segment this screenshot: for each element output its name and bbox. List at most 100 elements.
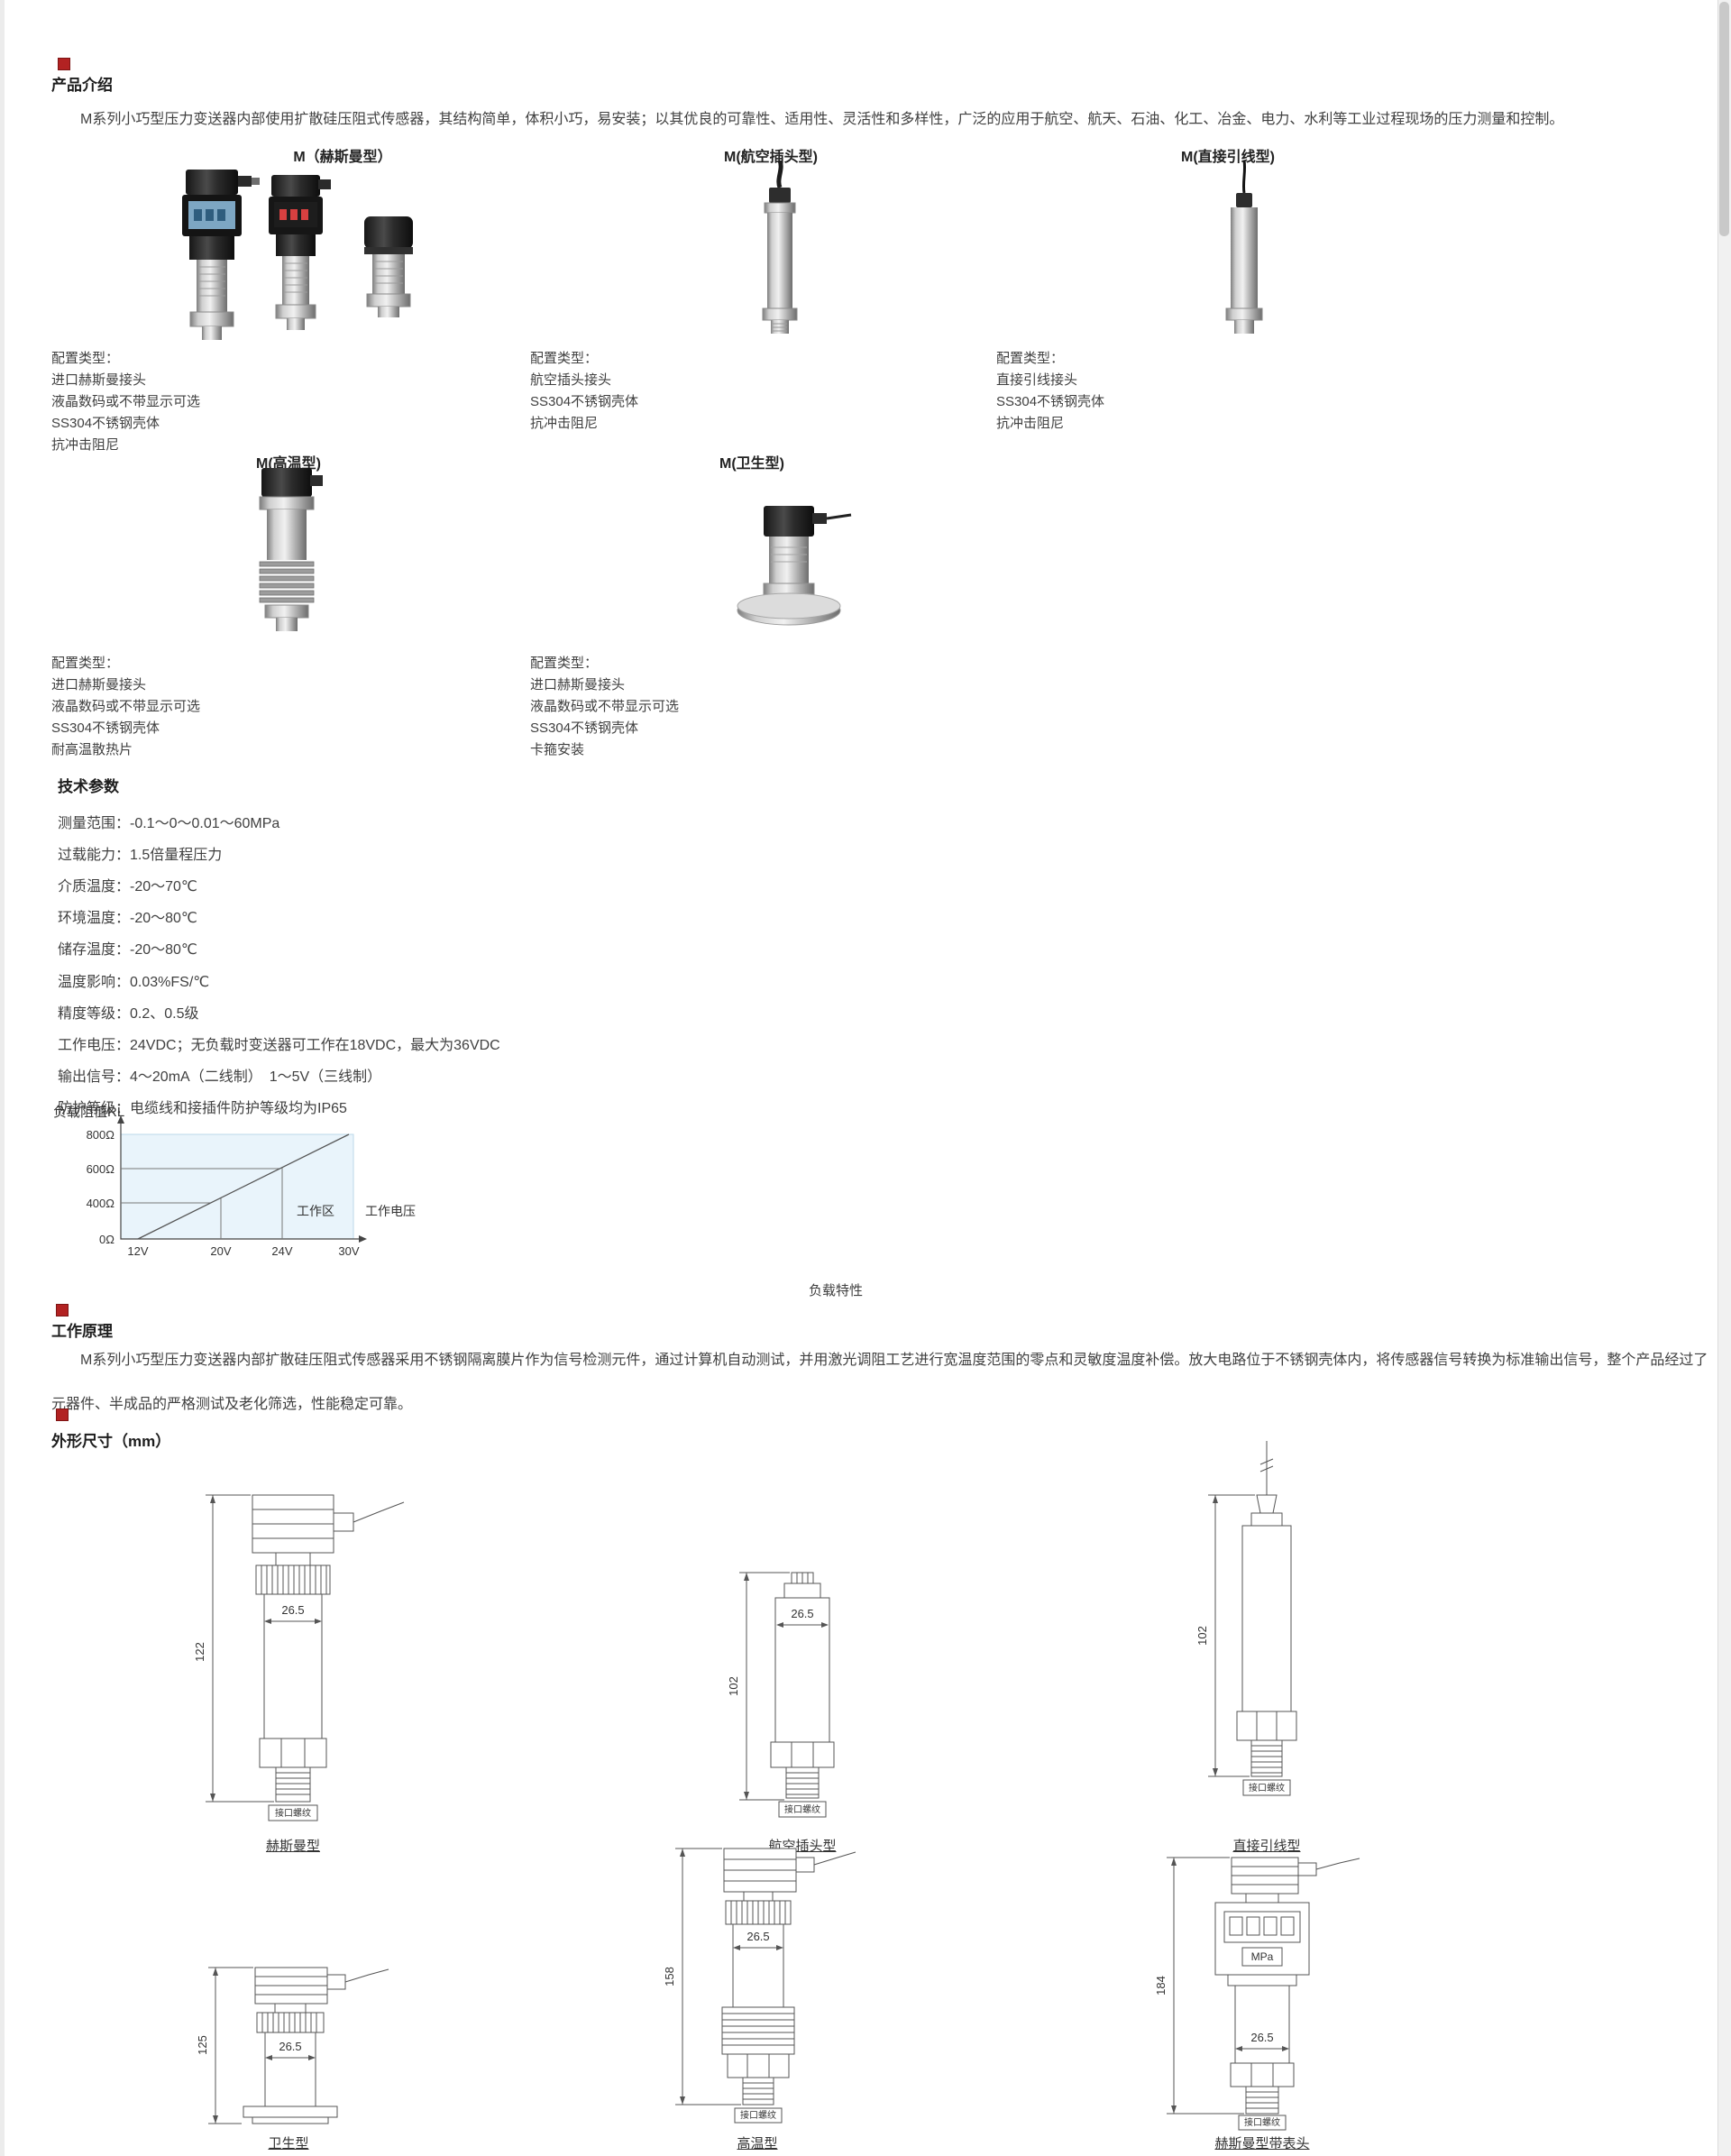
- config-aviation: 配置类型： 航空插头接头 SS304不锈钢壳体 抗冲击阻尼: [530, 348, 638, 435]
- svg-text:122: 122: [193, 1642, 206, 1662]
- config-sanitary: 配置类型： 进口赫斯曼接头 液晶数码或不带显示可选 SS304不锈钢壳体 卡箍安…: [530, 653, 679, 761]
- y-tick-0: 0Ω: [99, 1233, 114, 1246]
- principle-paragraph: M系列小巧型压力变送器内部扩散硅压阻式传感器采用不锈钢隔离膜片作为信号检测元件，…: [51, 1353, 1708, 1412]
- section-title-product-intro: 产品介绍: [51, 77, 113, 94]
- tech-param: 工作电压：24VDC；无负载时变送器可工作在18VDC，最大为36VDC: [58, 1038, 500, 1053]
- svg-text:125: 125: [196, 2035, 209, 2055]
- section-title-principle: 工作原理: [51, 1323, 113, 1340]
- svg-text:26.5: 26.5: [281, 1603, 304, 1617]
- x-tick-24v: 24V: [271, 1244, 292, 1258]
- drawing-label-high-temp: 高温型: [737, 2136, 778, 2151]
- config-item: 进口赫斯曼接头: [51, 372, 147, 388]
- diameter-dimension: 26.5: [265, 2040, 316, 2060]
- drawing-hessmann-with-display: 接口螺纹 MPa 26.5 184: [1154, 1857, 1360, 2131]
- height-dimension: 102: [1195, 1494, 1255, 1777]
- svg-text:26.5: 26.5: [746, 1930, 769, 1943]
- diameter-dimension: 26.5: [733, 1930, 783, 1950]
- y-tick-400: 400Ω: [87, 1197, 115, 1210]
- config-item: SS304不锈钢壳体: [996, 394, 1105, 409]
- high-temp-transmitter-body: [259, 468, 323, 631]
- svg-text:158: 158: [663, 1967, 676, 1986]
- config-title: 配置类型：: [51, 656, 120, 671]
- diameter-dimension: 26.5: [776, 1607, 829, 1628]
- x-tick-12v: 12V: [127, 1244, 148, 1258]
- svg-text:26.5: 26.5: [279, 2040, 301, 2053]
- config-item: 抗冲击阻尼: [996, 416, 1065, 431]
- sanitary-transmitter-body: [737, 506, 852, 626]
- x-tick-20v: 20V: [210, 1244, 231, 1258]
- photo-hessmann-variants: [182, 170, 413, 340]
- drawing-label-hessmann: 赫斯曼型: [265, 1839, 320, 1854]
- chart-gridlines: [121, 1168, 283, 1239]
- chart-load-line: [137, 1133, 350, 1240]
- product-label-hessmann: M（赫斯曼型）: [293, 150, 392, 165]
- y-axis-arrow: [117, 1115, 124, 1124]
- config-title: 配置类型：: [530, 656, 599, 671]
- config-item: SS304不锈钢壳体: [51, 416, 160, 431]
- hessmann-outline: [252, 1494, 405, 1821]
- config-item: SS304不锈钢壳体: [530, 394, 639, 409]
- tech-param: 温度影响：0.03%FS/℃: [58, 975, 210, 990]
- scrollbar[interactable]: [1717, 0, 1731, 2156]
- drawing-direct-lead: 接口螺纹 102: [1195, 1441, 1297, 1796]
- tech-param: 介质温度：-20～70℃: [58, 879, 197, 895]
- tech-param: 测量范围：-0.1～0～0.01～60MPa: [58, 816, 280, 831]
- height-dimension: 122: [193, 1494, 274, 1803]
- config-hessmann: 配置类型： 进口赫斯曼接头 液晶数码或不带显示可选 SS304不锈钢壳体 抗冲击…: [51, 348, 200, 456]
- config-item: 直接引线接头: [996, 372, 1078, 388]
- config-item: 卡箍安装: [530, 742, 585, 757]
- photo-high-temp-type: [259, 468, 323, 631]
- svg-text:102: 102: [727, 1676, 740, 1696]
- photo-sanitary-type: [681, 499, 852, 643]
- svg-text:184: 184: [1154, 1976, 1168, 1995]
- chart-caption: 负载特性: [808, 1283, 863, 1298]
- config-high-temp: 配置类型： 进口赫斯曼接头 液晶数码或不带显示可选 SS304不锈钢壳体 耐高温…: [51, 653, 200, 761]
- diameter-dimension: 26.5: [1235, 2031, 1289, 2051]
- heat-sink-fins: [259, 561, 315, 603]
- config-title: 配置类型：: [530, 351, 599, 366]
- product-label-sanitary: M(卫生型): [719, 456, 784, 472]
- section-bullet-icon: [56, 1408, 69, 1421]
- config-title: 配置类型：: [51, 351, 120, 366]
- tech-param: 过载能力：1.5倍量程压力: [58, 848, 223, 863]
- svg-text:26.5: 26.5: [1250, 2031, 1273, 2044]
- aviation-outline: [770, 1572, 835, 1818]
- product-label-direct-lead: M(直接引线型): [1181, 150, 1275, 165]
- config-item: 液晶数码或不带显示可选: [51, 394, 201, 409]
- thread-label: 接口螺纹: [1249, 1782, 1285, 1794]
- page-left-edge: [0, 0, 5, 2156]
- x-axis-arrow: [359, 1235, 367, 1243]
- height-dimension: 125: [196, 1967, 253, 2124]
- cable: [776, 161, 783, 188]
- sanitary-outline: [243, 1967, 389, 2124]
- scrollbar-thumb[interactable]: [1719, 2, 1729, 236]
- section-title-dimensions: 外形尺寸（mm）: [51, 1433, 171, 1450]
- hessmann-display-outline: [1214, 1857, 1360, 2131]
- height-dimension: 158: [663, 1848, 741, 2106]
- config-item: 进口赫斯曼接头: [51, 677, 147, 693]
- section-bullet-icon: [58, 58, 70, 70]
- config-title: 配置类型：: [996, 351, 1065, 366]
- svg-text:26.5: 26.5: [791, 1607, 813, 1620]
- height-dimension: 102: [727, 1572, 790, 1801]
- transmitter-led-display: [269, 175, 331, 330]
- photo-aviation-plug-type: [762, 161, 798, 334]
- config-item: 液晶数码或不带显示可选: [530, 699, 680, 714]
- tech-param: 精度等级：0.2、0.5级: [58, 1006, 199, 1022]
- svg-text:102: 102: [1195, 1626, 1209, 1646]
- y-tick-600: 600Ω: [87, 1162, 115, 1176]
- drawing-label-sanitary: 卫生型: [268, 2136, 309, 2151]
- drawing-label-hessmann-with-display: 赫斯曼型带表头: [1214, 2136, 1310, 2151]
- config-item: SS304不锈钢壳体: [530, 720, 639, 736]
- drawing-label-direct-lead: 直接引线型: [1232, 1839, 1301, 1854]
- thread-label: 接口螺纹: [784, 1803, 820, 1815]
- load-characteristic-chart: 负载阻值RL 800Ω 600Ω 400Ω 0Ω 12V 20V 24V 30V…: [53, 1105, 416, 1258]
- direct-lead-outline: [1236, 1441, 1297, 1796]
- tech-param: 环境温度：-20～80℃: [58, 911, 197, 926]
- config-item: 抗冲击阻尼: [51, 437, 120, 453]
- photo-direct-lead-type: [1225, 161, 1263, 334]
- config-item: 液晶数码或不带显示可选: [51, 699, 201, 714]
- thread-label: 接口螺纹: [275, 1807, 311, 1819]
- tech-param: 防护等级：电缆线和接插件防护等级均为IP65: [58, 1101, 347, 1116]
